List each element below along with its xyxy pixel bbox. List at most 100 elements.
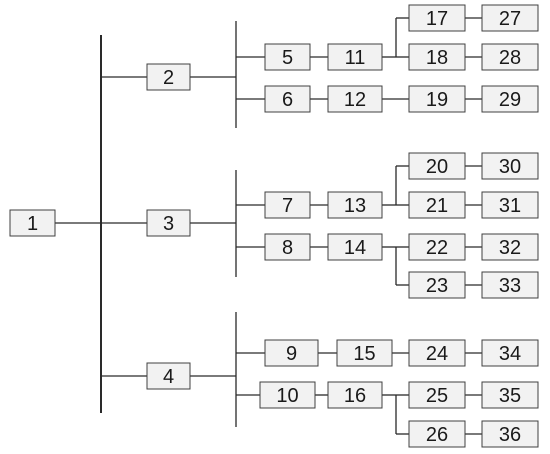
node-6: 6 [264, 85, 311, 113]
node-29-label: 29 [499, 89, 521, 111]
node-13-label: 13 [344, 195, 366, 217]
node-23: 23 [408, 271, 466, 299]
node-16-label: 16 [344, 385, 366, 407]
node-33-box [481, 271, 539, 299]
node-28-box [481, 43, 539, 71]
node-19-label: 19 [426, 89, 448, 111]
node-8: 8 [264, 233, 311, 261]
node-34-box [481, 339, 539, 367]
node-16-box [327, 381, 383, 409]
node-9-box [264, 339, 319, 367]
node-18-box [408, 43, 466, 71]
node-35-label: 35 [499, 385, 521, 407]
node-7: 7 [264, 191, 311, 219]
node-17-box [408, 4, 466, 32]
node-13: 13 [327, 191, 383, 219]
node-25: 25 [408, 381, 466, 409]
node-3-box [146, 209, 191, 237]
node-35: 35 [481, 381, 539, 409]
node-5-box [264, 43, 311, 71]
node-15-label: 15 [353, 343, 375, 365]
node-30: 30 [481, 152, 539, 180]
node-23-box [408, 271, 466, 299]
node-32-box [481, 233, 539, 261]
edges-layer [55, 17, 482, 435]
node-20-box [408, 152, 466, 180]
node-31: 31 [481, 191, 539, 219]
node-12-box [327, 85, 383, 113]
node-5: 5 [264, 43, 311, 71]
node-28-label: 28 [499, 47, 521, 69]
node-32: 32 [481, 233, 539, 261]
node-7-box [264, 191, 311, 219]
node-27-box [481, 4, 539, 32]
node-11: 11 [327, 43, 383, 71]
node-11-box [327, 43, 383, 71]
node-8-box [264, 233, 311, 261]
node-31-box [481, 191, 539, 219]
node-26: 26 [408, 420, 466, 448]
node-21-label: 21 [426, 195, 448, 217]
node-36-label: 36 [499, 424, 521, 446]
node-4-label: 4 [163, 366, 174, 388]
node-18: 18 [408, 43, 466, 71]
node-26-label: 26 [426, 424, 448, 446]
node-14-label: 14 [344, 237, 366, 259]
node-14: 14 [327, 233, 383, 261]
node-5-label: 5 [282, 47, 293, 69]
node-35-box [481, 381, 539, 409]
node-24-box [408, 339, 466, 367]
node-15: 15 [336, 339, 393, 367]
node-17: 17 [408, 4, 466, 32]
node-10: 10 [259, 381, 316, 409]
node-2-box [146, 63, 191, 91]
node-26-box [408, 420, 466, 448]
node-1-box [9, 209, 56, 237]
node-9-label: 9 [286, 343, 297, 365]
node-6-label: 6 [282, 89, 293, 111]
node-4: 4 [146, 362, 191, 390]
node-10-box [259, 381, 316, 409]
node-25-box [408, 381, 466, 409]
node-24-label: 24 [426, 343, 448, 365]
node-1-label: 1 [27, 213, 38, 235]
node-25-label: 25 [426, 385, 448, 407]
node-2-label: 2 [163, 67, 174, 89]
node-33-label: 33 [499, 275, 521, 297]
node-23-label: 23 [426, 275, 448, 297]
node-21-box [408, 191, 466, 219]
node-7-label: 7 [282, 195, 293, 217]
node-20-label: 20 [426, 156, 448, 178]
node-12: 12 [327, 85, 383, 113]
node-27: 27 [481, 4, 539, 32]
node-18-label: 18 [426, 47, 448, 69]
node-24: 24 [408, 339, 466, 367]
node-27-label: 27 [499, 8, 521, 30]
node-19-box [408, 85, 466, 113]
node-17-label: 17 [426, 8, 448, 30]
node-36-box [481, 420, 539, 448]
node-22: 22 [408, 233, 466, 261]
node-14-box [327, 233, 383, 261]
node-34-label: 34 [499, 343, 521, 365]
node-21: 21 [408, 191, 466, 219]
node-1: 1 [9, 209, 56, 237]
node-22-box [408, 233, 466, 261]
node-2: 2 [146, 63, 191, 91]
node-31-label: 31 [499, 195, 521, 217]
node-34: 34 [481, 339, 539, 367]
node-19: 19 [408, 85, 466, 113]
node-30-box [481, 152, 539, 180]
node-12-label: 12 [344, 89, 366, 111]
node-33: 33 [481, 271, 539, 299]
node-3: 3 [146, 209, 191, 237]
node-3-label: 3 [163, 213, 174, 235]
node-10-label: 10 [276, 385, 298, 407]
node-36: 36 [481, 420, 539, 448]
node-4-box [146, 362, 191, 390]
node-13-box [327, 191, 383, 219]
node-8-label: 8 [282, 237, 293, 259]
node-9: 9 [264, 339, 319, 367]
